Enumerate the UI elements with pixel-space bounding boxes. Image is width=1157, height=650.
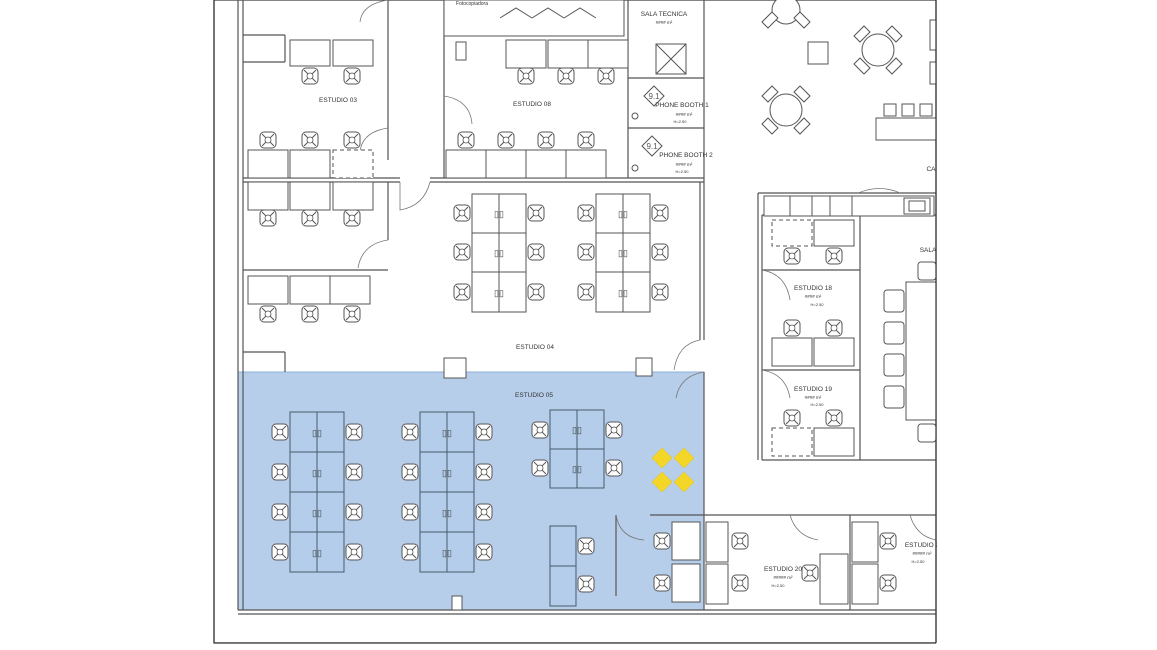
room-area-phone-booth-2: #### m² — [676, 162, 693, 167]
columns — [443, 41, 829, 611]
svg-text:▯▯: ▯▯ — [494, 288, 504, 298]
room-area-sala-tecnica: #### m² — [656, 20, 673, 25]
room-labels: ESTUDIO 03 ESTUDIO 08 ESTUDIO 04 ESTUDIO… — [319, 1, 940, 588]
room-area-estudio-18: #### m² — [805, 294, 822, 299]
room-label-phone-booth-1: PHONE BOOTH 1 — [655, 102, 709, 109]
room-label-sala: SALA — [920, 247, 937, 254]
room-label-estudio-08: ESTUDIO 08 — [513, 101, 551, 108]
room-label-estudio-20: ESTUDIO 20 — [764, 566, 802, 573]
room-label-ca: CA — [926, 166, 936, 173]
svg-text:▯▯: ▯▯ — [312, 468, 322, 478]
svg-text:▯▯: ▯▯ — [442, 508, 452, 518]
svg-text:▯▯: ▯▯ — [618, 248, 628, 258]
svg-text:▯▯: ▯▯ — [442, 548, 452, 558]
svg-text:9.1: 9.1 — [646, 142, 658, 151]
room-height-estudio-18: H=2.50 — [810, 302, 824, 307]
counters — [443, 0, 937, 443]
svg-text:▯▯: ▯▯ — [312, 428, 322, 438]
walls — [237, 0, 936, 615]
room-label-estudio-19: ESTUDIO 19 — [794, 386, 832, 393]
room-label-phone-booth-2: PHONE BOOTH 2 — [659, 152, 713, 159]
svg-text:▯▯: ▯▯ — [442, 468, 452, 478]
room-label-estudio-21: ESTUDIO 2 — [905, 542, 940, 549]
svg-text:▯▯: ▯▯ — [312, 508, 322, 518]
phone-booth-icon: 9.1 9.1 — [631, 85, 665, 172]
room-label-estudio-03: ESTUDIO 03 — [319, 97, 357, 104]
svg-text:▯▯: ▯▯ — [618, 288, 628, 298]
svg-text:▯▯: ▯▯ — [494, 209, 504, 219]
room-label-estudio-18: ESTUDIO 18 — [794, 285, 832, 292]
room-area-phone-booth-1: #### m² — [676, 112, 693, 117]
svg-text:▯▯: ▯▯ — [618, 209, 628, 219]
room-height-estudio-19: H=2.50 — [810, 402, 824, 407]
svg-text:▯▯: ▯▯ — [442, 428, 452, 438]
selected-desks — [289, 409, 605, 607]
lounge-area — [761, 0, 937, 141]
room-height-phone-booth-1: H=2.50 — [673, 119, 687, 124]
room-label-sala-tecnica: SALA TECNICA — [641, 11, 688, 18]
svg-text:▯▯: ▯▯ — [494, 248, 504, 258]
room-area-estudio-19: #### m² — [805, 395, 822, 400]
room-area-estudio-21: ##### m² — [912, 551, 932, 556]
room-height-phone-booth-2: H=2.50 — [675, 169, 689, 174]
room-label-fotocopiadora: Fotocopiadora — [456, 1, 488, 7]
room-height-estudio-21: H=2.50 — [911, 559, 925, 564]
room-area-estudio-20: ##### m² — [773, 575, 793, 580]
room-label-estudio-05: ESTUDIO 05 — [515, 392, 553, 399]
doors — [357, 0, 937, 541]
room-label-estudio-04: ESTUDIO 04 — [516, 344, 554, 351]
desks — [247, 39, 937, 605]
svg-text:▯▯: ▯▯ — [572, 464, 582, 474]
desk-glyphs: ▯▯ ▯▯ ▯▯ ▯▯ ▯▯ ▯▯ ▯▯ ▯▯ ▯▯ ▯▯ ▯▯ ▯▯ ▯▯ ▯… — [312, 209, 628, 558]
svg-text:▯▯: ▯▯ — [312, 548, 322, 558]
room-height-estudio-20: H=2.50 — [771, 583, 785, 588]
svg-text:▯▯: ▯▯ — [572, 425, 582, 435]
move-handle-icon[interactable] — [651, 447, 695, 493]
svg-text:9.1: 9.1 — [648, 92, 660, 101]
